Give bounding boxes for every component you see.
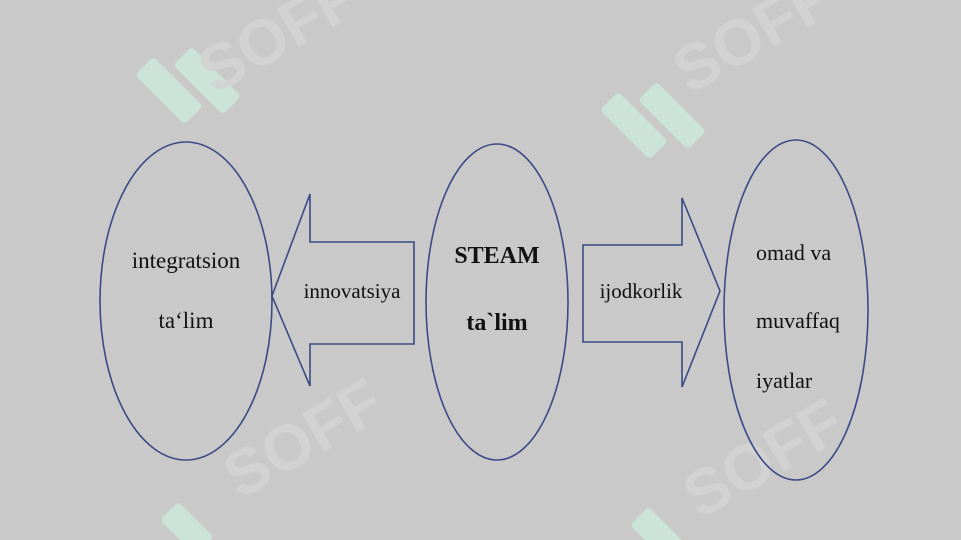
arrow-right-shape bbox=[582, 197, 721, 388]
node-center-line-2: ta`lim bbox=[466, 310, 527, 336]
watermark-logo-icon bbox=[631, 508, 683, 540]
node-right-ellipse bbox=[723, 139, 869, 481]
watermark: SOFF SOFF SOFF SOFF bbox=[136, 0, 855, 540]
node-right-line-1: omad va bbox=[756, 240, 831, 265]
node-omad-va-muvaffaqiyatlar: omad va muvaffaq iyatlar bbox=[723, 139, 869, 481]
node-center-ellipse bbox=[425, 143, 569, 461]
watermark-text: SOFF bbox=[211, 364, 395, 512]
arrow-right: ijodkorlik bbox=[582, 197, 721, 388]
arrow-left-label: innovatsiya bbox=[304, 279, 401, 303]
node-left-ellipse bbox=[99, 141, 273, 461]
watermark-text: SOFF bbox=[671, 384, 855, 532]
node-right-line-2: muvaffaq bbox=[756, 308, 840, 333]
node-left-line-1: integratsion bbox=[132, 248, 241, 273]
arrow-left-shape bbox=[271, 193, 415, 387]
node-left-line-2: ta‘lim bbox=[159, 308, 214, 333]
node-integratsion-talim: integratsion ta‘lim bbox=[99, 141, 273, 461]
watermark-logo-icon bbox=[136, 48, 240, 123]
node-right-line-3: iyatlar bbox=[756, 368, 813, 393]
node-center-line-1: STEAM bbox=[454, 243, 539, 269]
arrow-left: innovatsiya bbox=[271, 193, 415, 387]
watermark-logo-icon bbox=[601, 83, 705, 158]
watermark-logo-icon bbox=[161, 503, 213, 540]
watermark-text: SOFF bbox=[661, 0, 845, 107]
watermark-text: SOFF bbox=[186, 0, 370, 107]
node-steam-talim: STEAM ta`lim bbox=[425, 143, 569, 461]
arrow-right-label: ijodkorlik bbox=[600, 279, 683, 303]
